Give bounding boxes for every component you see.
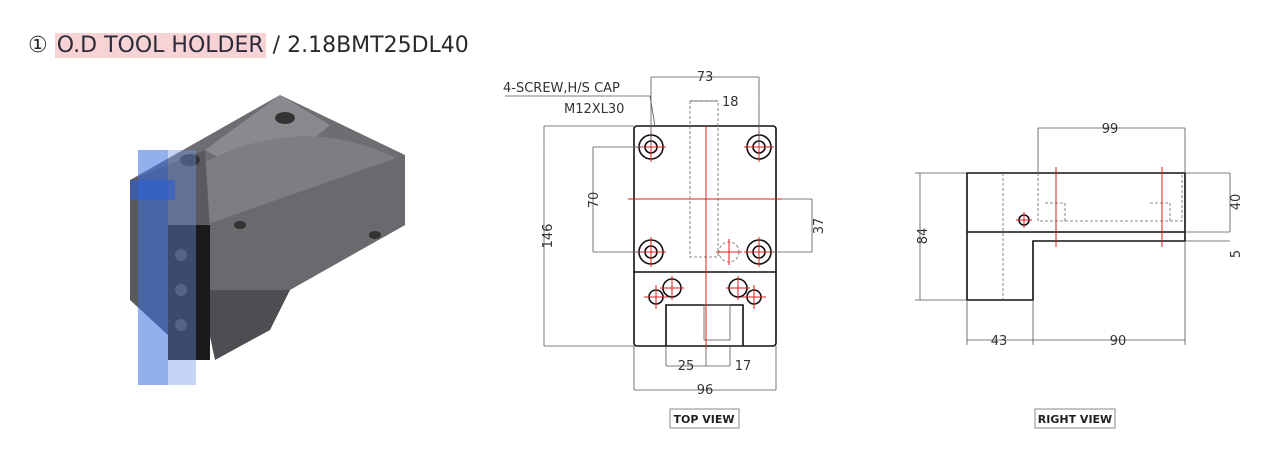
top-view-label: TOP VIEW [674,413,735,426]
title-separator: / [272,33,281,58]
dim-37: 37 [812,218,827,235]
dim-146: 146 [541,224,556,249]
dim-73: 73 [697,70,714,85]
dim-99: 99 [1102,122,1119,137]
item-number: ① [28,33,48,58]
dim-5: 5 [1229,250,1244,258]
dim-40: 40 [1229,194,1244,211]
product-name: O.D TOOL HOLDER [54,33,266,58]
dim-70: 70 [587,192,602,209]
top-view-drawing: 73 18 146 70 37 25 17 96 4-SCREW,H/S CAP… [503,70,827,429]
dim-90: 90 [1110,334,1127,349]
dim-96: 96 [697,383,714,398]
dim-43: 43 [991,334,1008,349]
dim-25: 25 [678,359,695,374]
dim-18: 18 [722,95,739,110]
page-title: ① O.D TOOL HOLDER / 2.18BMT25DL40 [28,33,469,58]
screw-note-line2: M12XL30 [564,102,624,117]
right-view-drawing: 99 84 40 5 43 90 RIGHT VIEW [915,122,1244,429]
screw-note-line1: 4-SCREW,H/S CAP [503,81,620,96]
dim-17: 17 [735,359,752,374]
screw-holes [636,132,774,309]
tool-holder-3d-render [130,95,405,385]
top-view-dimensions: 73 18 146 70 37 25 17 96 4-SCREW,H/S CAP… [503,70,827,398]
right-view-label: RIGHT VIEW [1038,413,1112,426]
model-number: 2.18BMT25DL40 [287,33,469,58]
dim-84: 84 [916,228,931,245]
right-view-dimensions: 99 84 40 5 43 90 [915,122,1244,349]
